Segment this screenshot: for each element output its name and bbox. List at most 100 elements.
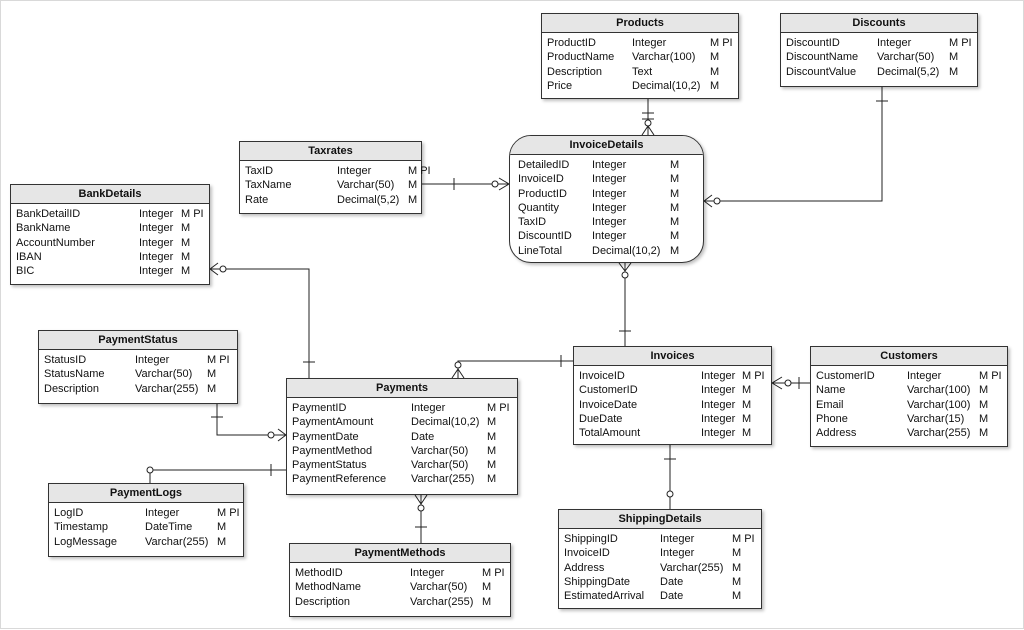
attribute-type: Integer [337,165,372,177]
attribute-type: Integer [139,250,174,263]
rel-paymentstatus-payments [211,404,287,442]
attribute-flags: M [670,216,680,229]
attribute-flags: M [979,427,989,440]
rel-taxrates-invoicedetails-zero-marker [491,180,499,188]
attribute-name: InvoiceID [579,370,625,382]
attribute-name: DiscountID [518,230,572,243]
attribute-type: Integer [139,265,174,278]
attribute-name: PaymentDate [292,430,359,443]
rel-invoices-shippingdetails [664,445,676,509]
attribute-type: Varchar(100) [907,398,971,411]
attribute-name: InvoiceID [518,173,564,186]
attribute-type: Decimal(10,2) [592,244,661,257]
attribute-flags: M PI [732,533,755,545]
rel-discounts-invoicedetails [703,87,888,208]
attribute-name: PaymentStatus [292,459,367,472]
attribute-name: LineTotal [518,244,563,257]
attribute-name: Email [816,398,844,411]
attribute-flags: M [732,561,742,574]
entity-title: BankDetails [11,185,209,204]
attribute-name: Name [816,384,846,397]
attribute-type: Integer [701,412,736,425]
entity-title: Payments [287,379,517,398]
attribute-type: Integer [701,427,736,440]
rel-invoices-shippingdetails-zero-marker [666,490,674,498]
attribute-name: BankName [16,222,71,235]
attribute-name: InvoiceID [564,547,610,560]
attribute-name: ProductID [518,187,567,200]
attribute-name: DiscountName [786,51,859,64]
entity-title: Products [542,14,738,33]
attribute-name: BankDetailID [16,208,81,220]
attribute-type: Integer [145,507,180,519]
attribute-name: IBAN [16,250,42,263]
attribute-flags: M [742,398,752,411]
attribute-flags: M [979,398,989,411]
attribute-type: Integer [592,230,627,243]
attribute-flags: M PI [181,208,204,220]
attribute-name: EstimatedArrival [564,590,645,603]
attribute-flags: M PI [742,370,765,382]
attribute-name: BIC [16,265,35,278]
attribute-type: Integer [660,533,695,545]
attribute-name: TaxID [518,216,547,229]
rel-payments-paymentlogs [149,464,286,483]
entity-bankdetails[interactable]: BankDetails BankDetailID Integer M PI Bank… [10,184,210,285]
attribute-flags: M [732,575,742,588]
attribute-name: MethodID [295,567,343,579]
attribute-name: PaymentReference [292,473,387,486]
attribute-name: ShippingDate [564,575,631,588]
attribute-name: ShippingID [564,533,618,545]
attribute-type: Varchar(15) [907,412,965,425]
attribute-flags: M [181,265,191,278]
rel-invoices-invoicedetails-zero-marker [621,271,629,279]
attribute-flags: M PI [217,507,240,519]
attribute-flags: M [487,459,497,472]
attribute-flags: M [732,590,742,603]
attribute-type: Integer [592,216,627,229]
attribute-type: Integer [660,547,695,560]
attribute-flags: M [207,368,217,381]
rel-invoices-payments-zero-marker [454,361,462,369]
attribute-flags: M [408,193,418,206]
attribute-row: Email Varchar(100) M [811,398,1007,412]
attribute-name: PaymentID [292,402,347,414]
rel-taxrates-invoicedetails [422,177,510,191]
attribute-name: MethodName [295,581,362,594]
rel-invoices-invoicedetails [618,262,632,346]
entity-title: Customers [811,347,1007,366]
attribute-name: LogMessage [54,535,117,548]
attribute-type: Integer [139,208,174,220]
